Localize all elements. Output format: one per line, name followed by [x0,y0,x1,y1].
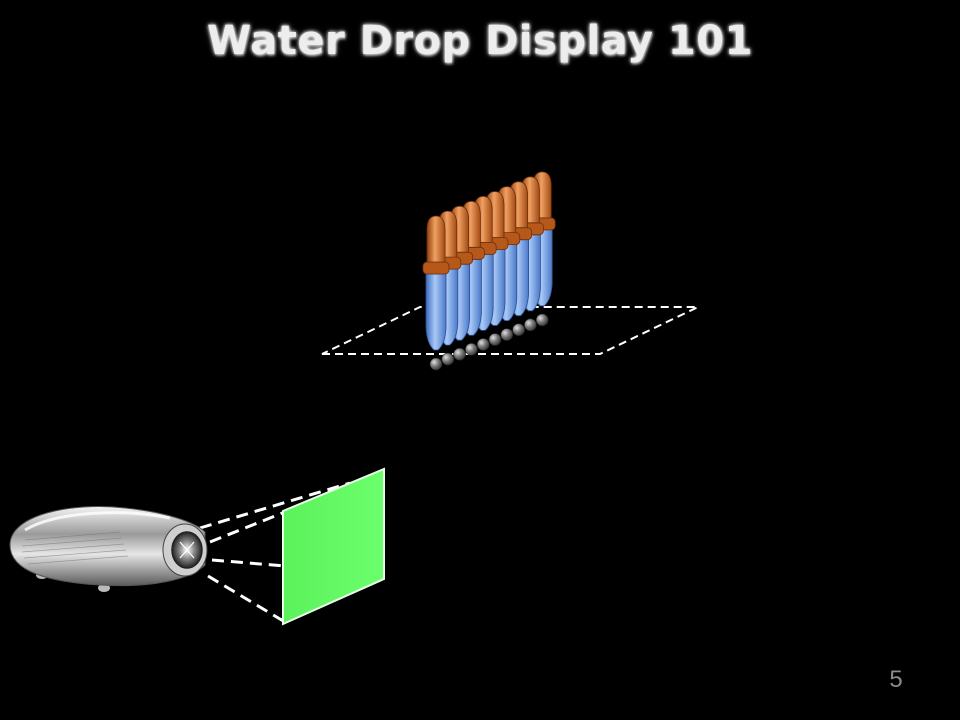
water-drop-icon [476,338,490,351]
water-drop-icon [429,357,443,371]
slide-title: Water Drop Display 101 [207,18,753,64]
water-drop-icon [488,333,502,346]
projection-beam [199,481,351,624]
dropper-array-icon [422,171,556,351]
water-drop-icon [500,328,514,341]
dropper-1 [422,215,450,351]
water-drop-icon [441,352,455,366]
water-drop-icon [453,347,466,361]
drop-plane [321,306,699,355]
water-drop-icon [512,323,525,337]
water-drop-row [429,313,549,371]
projection-screen [282,467,385,626]
water-drop-icon [535,313,549,327]
projector-icon [9,506,208,592]
water-drop-icon [465,342,478,356]
page-number: 5 [889,666,903,693]
water-drop-icon [524,318,537,332]
